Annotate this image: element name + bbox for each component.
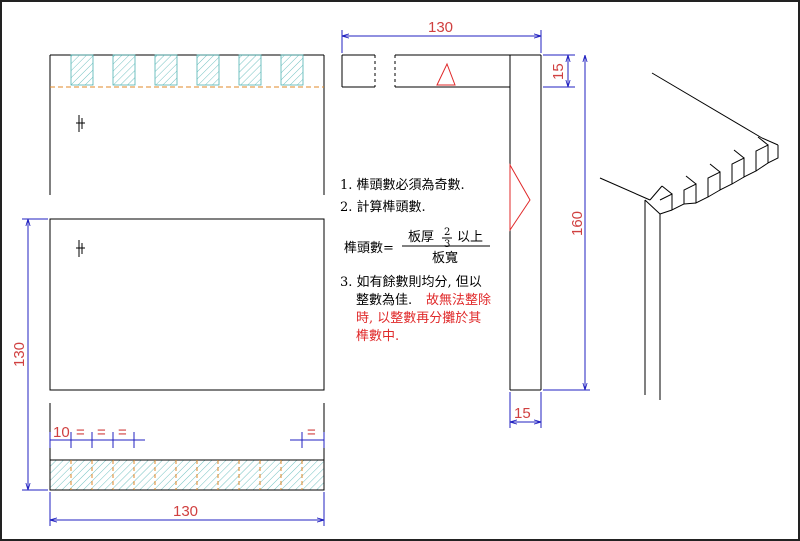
side-thickness-label: 15 <box>514 405 531 422</box>
side-height-dimension <box>543 55 590 391</box>
formula-numerator: 板厚 <box>408 230 434 245</box>
isometric-joint-view <box>599 72 779 400</box>
pin-hatch-top <box>70 54 304 86</box>
notes: 1. 榫頭數必須為奇數. 2. 計算榫頭數. 榫頭數= 板厚 2 3 以上 板寬… <box>340 177 491 344</box>
pin-spacing-dims <box>49 432 325 448</box>
grain-symbol-2 <box>76 240 85 257</box>
side-thickness-dimension <box>509 392 542 428</box>
equal-mark-1: = <box>76 424 85 441</box>
left-board-middle-view <box>49 218 325 391</box>
note-1: 1. 榫頭數必須為奇數. <box>340 177 465 193</box>
left-board-top-view <box>49 54 325 195</box>
note-2: 2. 計算榫頭數. <box>340 199 426 215</box>
note-3-line3: 時, 以整數再分攤於其 <box>356 310 481 326</box>
equal-mark-3: = <box>118 424 127 441</box>
note-3-line1: 3. 如有餘數則均分, 但以 <box>340 274 482 290</box>
formula-frac-top: 2 <box>444 227 450 238</box>
top-width-label: 130 <box>428 19 453 36</box>
bottom-width-label: 130 <box>173 503 198 520</box>
pin-dividers-bottom <box>70 460 303 490</box>
pin-width-label: 10 <box>53 424 70 441</box>
note-3-line2-red: 故無法整除 <box>426 293 491 308</box>
bottom-width-dimension <box>49 492 325 526</box>
formula-denominator: 板寬 <box>432 250 458 266</box>
top-width-dimension <box>341 30 542 53</box>
grain-symbol-1 <box>76 115 85 132</box>
top-thickness-dimension <box>543 54 575 88</box>
l-joint-side-view <box>341 54 542 391</box>
equal-mark-4: = <box>307 424 316 441</box>
left-height-dimension <box>22 218 48 491</box>
left-board-bottom-view: 10 = = = = <box>49 403 325 491</box>
side-height-label: 160 <box>569 211 586 236</box>
left-height-label: 130 <box>11 342 28 367</box>
top-thickness-label: 15 <box>550 63 567 80</box>
note-3-line2: 整數為佳. <box>356 292 412 308</box>
note-3-line4: 榫數中. <box>356 329 399 344</box>
equal-mark-2: = <box>97 424 106 441</box>
formula-lhs: 榫頭數= <box>344 241 394 256</box>
formula-frac-bottom: 3 <box>444 239 450 250</box>
formula-suffix: 以上 <box>457 230 483 245</box>
